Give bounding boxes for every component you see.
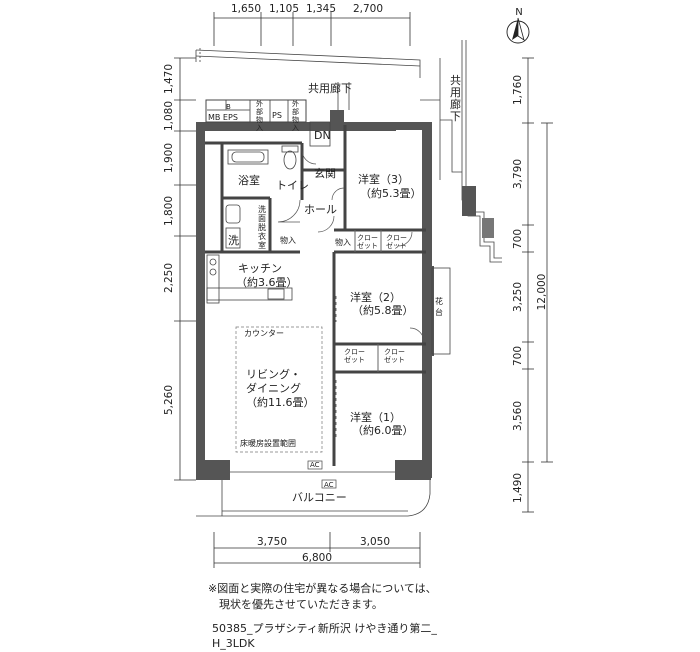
- flower-bed-label: 花台: [435, 296, 443, 317]
- dim-left-6: 5,260: [163, 385, 175, 415]
- hall-label: ホール: [304, 203, 337, 216]
- dim-right-3: 700: [512, 229, 524, 249]
- walls: [196, 110, 434, 480]
- western2-name: 洋室（2）: [350, 290, 401, 304]
- living-name-2: ダイニング: [246, 381, 301, 395]
- dim-right-2: 3,790: [512, 159, 524, 189]
- laundry-label: 洗: [228, 234, 239, 247]
- entrance-label: 玄関: [314, 166, 336, 180]
- dimension-lines: [174, 12, 553, 568]
- dim-left-3: 1,900: [163, 143, 175, 173]
- closet-a-label: クローゼット: [357, 234, 378, 250]
- dim-left-5: 2,250: [163, 263, 175, 293]
- entry-step: [309, 121, 331, 147]
- fixtures: [206, 145, 451, 355]
- western1-size: （約6.0畳）: [352, 423, 414, 437]
- ac-unit-outdoor: [321, 479, 337, 489]
- corridor-lines: [195, 48, 441, 180]
- dim-top-4: 2,700: [353, 3, 383, 15]
- living-size: （約11.6畳）: [246, 395, 315, 409]
- corridor-label: 共用廊下: [308, 81, 352, 95]
- western2-size: （約5.8畳）: [352, 303, 414, 317]
- north-arrow-icon: [506, 17, 530, 44]
- property-name-line-1: 50385_プラザシティ新所沢 けやき通り第二_: [212, 622, 437, 635]
- bath-label: 浴室: [238, 173, 260, 187]
- dim-right-7: 1,490: [512, 473, 524, 503]
- dim-right-5: 700: [512, 346, 524, 366]
- ac-unit-indoor: [307, 460, 323, 470]
- disclaimer-line-1: ※図面と実際の住宅が異なる場合については、: [208, 582, 437, 595]
- dim-top-1: 1,650: [231, 3, 261, 15]
- disclaimer-line-2: 現状を優先させていただきます。: [208, 598, 383, 611]
- toilet-label: トイレ: [276, 179, 309, 192]
- balcony-outline: [196, 471, 431, 517]
- floor-heating-area: [235, 326, 323, 453]
- dim-left-2: 1,080: [163, 101, 175, 131]
- floor-heating-label: 床暖房設置範囲: [240, 438, 296, 448]
- utility-block: [205, 99, 307, 123]
- b-label: B: [226, 103, 231, 111]
- western3-name: 洋室（3）: [358, 172, 409, 186]
- dim-bottom-total: 6,800: [302, 552, 332, 564]
- thin-partitions: [207, 100, 382, 372]
- counter-label: カウンター: [244, 329, 284, 338]
- dim-bottom-1: 3,750: [257, 536, 287, 548]
- closet-b-label: クローゼット: [386, 234, 407, 250]
- kitchen-size: （約3.6畳）: [236, 275, 298, 289]
- closet-d-label: クローゼット: [384, 348, 405, 364]
- storage-a-label: 物入: [280, 235, 296, 245]
- dn-label: DN: [314, 129, 331, 142]
- closet-c-label: クローゼット: [344, 348, 365, 364]
- corridor-vertical-label: 共用廊下: [450, 74, 461, 123]
- dim-bottom-2: 3,050: [360, 536, 390, 548]
- corridor-right-structure: [440, 40, 502, 263]
- storage-b-label: 物入: [335, 237, 351, 247]
- washroom-label: 洗面脱衣室: [258, 204, 266, 250]
- doors: [277, 149, 425, 440]
- dim-top-2: 1,105: [269, 3, 299, 15]
- living-name-1: リビング・: [246, 367, 301, 381]
- dim-right-4: 3,250: [512, 282, 524, 312]
- ac-outdoor-label: AC: [324, 481, 334, 489]
- kitchen-name: キッチン: [238, 262, 282, 275]
- storage-ext-2-label: 外部物入: [292, 99, 299, 132]
- dim-left-4: 1,800: [163, 196, 175, 226]
- dim-right-total: 12,000: [536, 274, 548, 311]
- western3-size: （約5.3畳）: [360, 186, 422, 200]
- compass-label: N: [515, 7, 522, 18]
- dim-right-6: 3,560: [512, 401, 524, 431]
- storage-ext-1-label: 外部物入: [256, 99, 263, 132]
- ps-label: PS: [272, 111, 282, 120]
- balcony-label: バルコニー: [292, 491, 347, 504]
- property-name-line-2: H_3LDK: [212, 637, 255, 650]
- dim-top-3: 1,345: [306, 3, 336, 15]
- ac-indoor-label: AC: [310, 461, 320, 469]
- dim-right-1: 1,760: [512, 75, 524, 105]
- mb-eps-label: MB EPS: [208, 113, 238, 122]
- western1-name: 洋室（1）: [350, 410, 401, 424]
- dim-left-1: 1,470: [163, 64, 175, 94]
